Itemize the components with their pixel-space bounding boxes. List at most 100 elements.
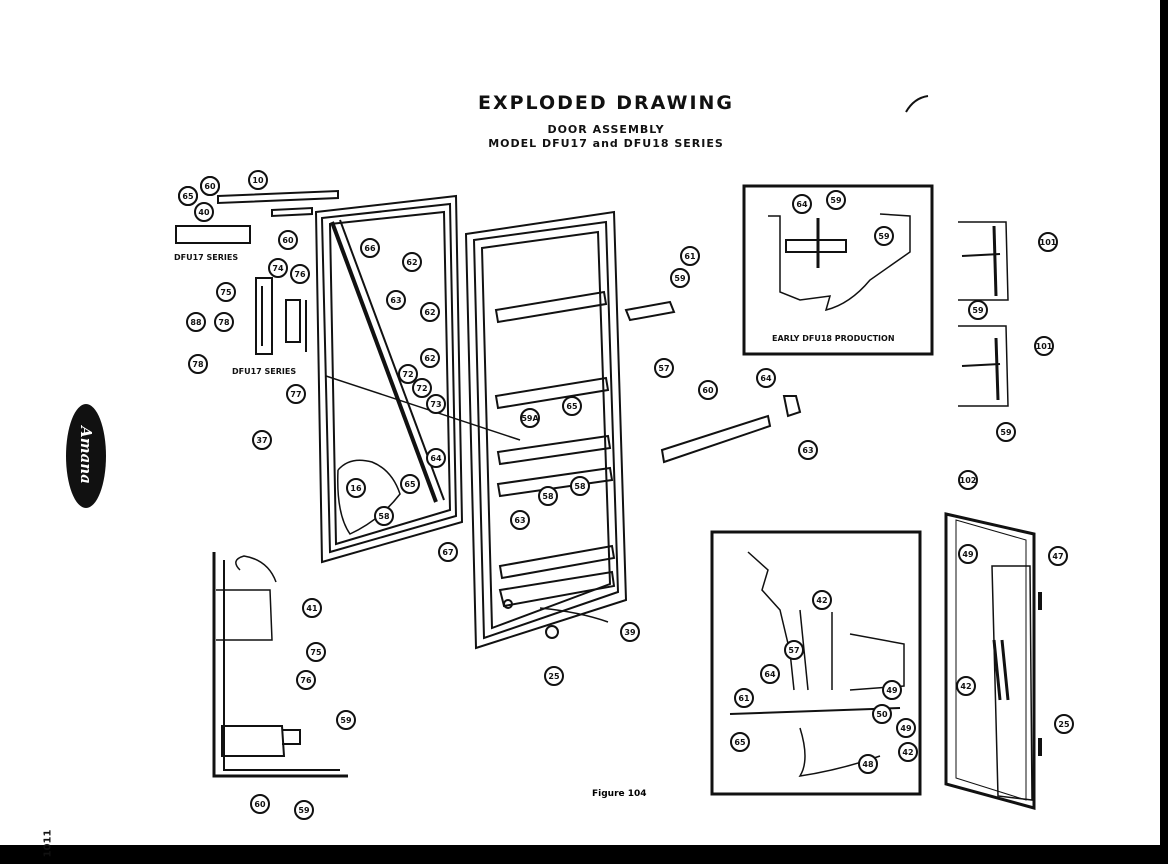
callout-number: 78 [218,318,230,327]
callout-40: 64 [792,194,812,214]
callout-balloon [826,190,846,210]
callout-number: 42 [816,596,827,605]
callout-number: 49 [886,686,898,695]
callout-47: 102 [958,470,978,490]
callout-balloon [194,202,214,222]
callout-number: 59 [1000,428,1012,437]
callout-balloon [562,396,582,416]
callout-number: 88 [190,318,202,327]
callout-number: 60 [254,800,266,809]
nameplate [175,225,251,244]
callout-69: 60 [200,176,220,196]
callout-balloon [812,590,832,610]
callout-balloon [426,394,446,414]
door-shelf-5 [498,544,616,580]
callout-54: 64 [760,664,780,684]
callout-balloon [290,264,310,284]
detail-gasket-lower [958,325,1009,407]
callout-number: 76 [294,270,306,279]
callout-balloon [654,358,674,378]
callout-balloon [302,598,322,618]
callout-balloon [374,506,394,526]
drawing-title: EXPLODED DRAWING [477,92,735,114]
callout-balloon [420,348,440,368]
callout-30: 61 [680,246,700,266]
callout-number: 37 [256,436,267,445]
callout-number: 74 [272,264,284,273]
callout-58: 49 [896,718,916,738]
callout-7: 62 [402,252,422,272]
callout-38: 64 [756,368,776,388]
callout-48: 49 [958,544,978,564]
callout-9: 76 [290,264,310,284]
callout-balloon [268,258,288,278]
callout-balloon [520,408,540,428]
callout-balloon [336,710,356,730]
callout-20: 72 [412,378,432,398]
callout-balloon [538,486,558,506]
callout-number: 59 [340,716,352,725]
callout-balloon [214,312,234,332]
callout-55: 61 [734,688,754,708]
callout-number: 73 [430,400,441,409]
callout-balloon [294,800,314,820]
shelf-bar-lower [660,414,772,464]
callout-number: 65 [182,192,194,201]
hinge-block [221,725,286,757]
door-brace [330,221,438,503]
callout-balloon [420,302,440,322]
callout-balloon [438,542,458,562]
callout-number: 16 [350,484,362,493]
callout-44: 59 [968,300,988,320]
drawing-sheet: EXPLODED DRAWING DOOR ASSEMBLY MODEL DFU… [0,0,1160,845]
door-shelf-2 [494,376,610,410]
callout-balloon [680,246,700,266]
handle-bracket [285,299,301,343]
callout-balloon [186,312,206,332]
callout-balloon [570,476,590,496]
callout-number: 25 [548,672,560,681]
callout-balloon [278,230,298,250]
callout-number: 62 [424,308,435,317]
drawing-subtitle-model: MODEL DFU17 and DFU18 SERIES [488,137,724,150]
callout-balloon [178,186,198,206]
callout-number: 49 [962,550,974,559]
callout-27: 58 [374,506,394,526]
callout-13: 77 [286,384,306,404]
callout-number: 62 [406,258,417,267]
door-shelf-1 [494,290,608,324]
callout-65: 59 [336,710,356,730]
callout-43: 101 [1038,232,1058,252]
callout-number: 47 [1052,552,1063,561]
callout-number: 64 [764,670,776,679]
callout-45: 101 [1034,336,1054,356]
callout-number: 59 [674,274,686,283]
callout-balloon [402,252,422,272]
callout-balloon [1034,336,1054,356]
callout-number: 48 [862,760,874,769]
callout-balloon [956,676,976,696]
shelf-bar-upper [624,300,676,322]
callout-63: 75 [306,642,326,662]
callout-24: 64 [426,448,446,468]
callout-17: 62 [420,302,440,322]
callout-51: 25 [1054,714,1074,734]
callout-balloon [386,290,406,310]
callout-balloon [544,666,564,686]
callout-25: 16 [346,478,366,498]
callout-39: 63 [798,440,818,460]
callout-number: 78 [192,360,204,369]
callout-67: 59 [294,800,314,820]
callout-29: 63 [510,510,530,530]
callout-60: 65 [730,732,750,752]
callout-64: 76 [296,670,316,690]
callout-balloon [216,282,236,302]
callout-balloon [734,688,754,708]
callout-balloon [898,742,918,762]
callout-balloon [1054,714,1074,734]
callout-balloon [858,754,878,774]
callout-balloon [412,378,432,398]
callout-number: 60 [204,182,216,191]
callout-10: 75 [216,282,236,302]
callout-balloon [360,238,380,258]
